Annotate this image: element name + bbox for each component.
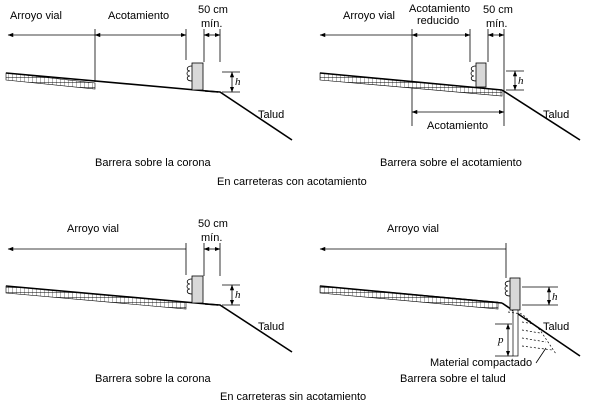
label-h: h	[518, 75, 524, 87]
compaction-hatch	[521, 329, 541, 334]
caption-barrera-talud: Barrera sobre el talud	[400, 373, 506, 385]
label-min: mín.	[201, 232, 222, 244]
label-talud: Talud	[258, 109, 284, 121]
road-surface	[5, 285, 219, 306]
label-arroyo-vial: Arroyo vial	[387, 223, 439, 235]
label-h: h	[235, 289, 241, 301]
slope-line	[501, 89, 581, 141]
pavement-layer	[319, 72, 503, 97]
panel-top-right: Arroyo vial Acotamiento reducido 50 cm m…	[319, 3, 581, 169]
barrier-post	[509, 277, 521, 311]
label-50cm: 50 cm	[483, 4, 513, 16]
group-caption-sin-acotamiento: En carreteras sin acotamiento	[220, 391, 366, 403]
road-surface	[319, 72, 503, 91]
label-acotamiento-reducido-2: reducido	[417, 15, 459, 27]
leader-line	[535, 347, 547, 364]
compaction-hatch	[521, 337, 547, 343]
label-arroyo-vial: Arroyo vial	[343, 10, 395, 22]
panel-bottom-left: Arroyo vial 50 cm mín. h Talud Barrera s…	[5, 218, 293, 385]
label-talud: Talud	[258, 321, 284, 333]
compaction-hatch	[521, 345, 553, 351]
barrier-post	[191, 275, 204, 304]
panel-bottom-right: Arroyo vial h p Talud Material compactad…	[319, 223, 581, 385]
panel-top-left: Arroyo vial Acotamiento 50 cm mín. h Tal…	[5, 4, 293, 169]
label-talud: Talud	[543, 109, 569, 121]
label-talud: Talud	[543, 321, 569, 333]
group-caption-con-acotamiento: En carreteras con acotamiento	[217, 176, 367, 188]
road-surface	[5, 72, 219, 93]
barrier-post	[475, 62, 487, 88]
label-min: mín.	[201, 18, 222, 30]
compacted-zone-outline	[507, 311, 557, 355]
label-material-compactado: Material compactado	[430, 357, 532, 369]
caption-barrera-corona: Barrera sobre la corona	[95, 157, 211, 169]
caption-barrera-acotamiento: Barrera sobre el acotamiento	[380, 157, 522, 169]
caption-barrera-corona: Barrera sobre la corona	[95, 373, 211, 385]
slope-line	[204, 90, 293, 141]
barrier-rail	[186, 65, 193, 82]
pavement-layer	[5, 72, 96, 90]
buried-post	[512, 309, 519, 357]
pavement-layer	[319, 285, 499, 310]
barrier-rail	[504, 280, 511, 297]
label-acotamiento: Acotamiento	[427, 120, 488, 132]
label-50cm: 50 cm	[198, 218, 228, 230]
label-p: p	[497, 334, 504, 346]
label-min: mín.	[486, 18, 507, 30]
label-acotamiento: Acotamiento	[108, 10, 169, 22]
label-h: h	[235, 76, 241, 88]
label-acotamiento-reducido-1: Acotamiento	[409, 3, 470, 15]
road-surface	[319, 285, 503, 304]
label-h: h	[552, 291, 558, 303]
barrier-rail	[470, 65, 477, 82]
slope-line	[204, 303, 293, 353]
label-arroyo-vial: Arroyo vial	[67, 223, 119, 235]
label-50cm: 50 cm	[198, 4, 228, 16]
pavement-layer	[5, 285, 187, 310]
barrier-post	[191, 62, 204, 91]
label-arroyo-vial: Arroyo vial	[10, 10, 62, 22]
barrier-rail	[186, 278, 193, 295]
